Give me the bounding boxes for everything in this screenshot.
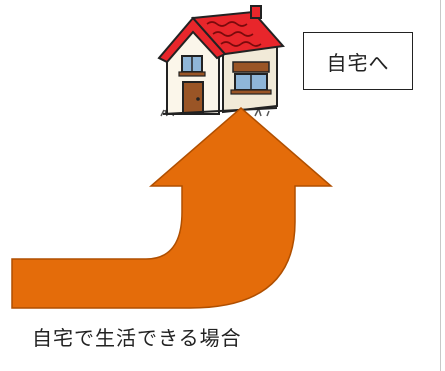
home-label-text: 自宅へ xyxy=(326,50,390,75)
house-icon xyxy=(157,5,285,117)
caption-text: 自宅で生活できる場合 xyxy=(32,326,242,350)
home-label-box: 自宅へ xyxy=(303,32,413,90)
page-edge-line xyxy=(440,0,441,371)
